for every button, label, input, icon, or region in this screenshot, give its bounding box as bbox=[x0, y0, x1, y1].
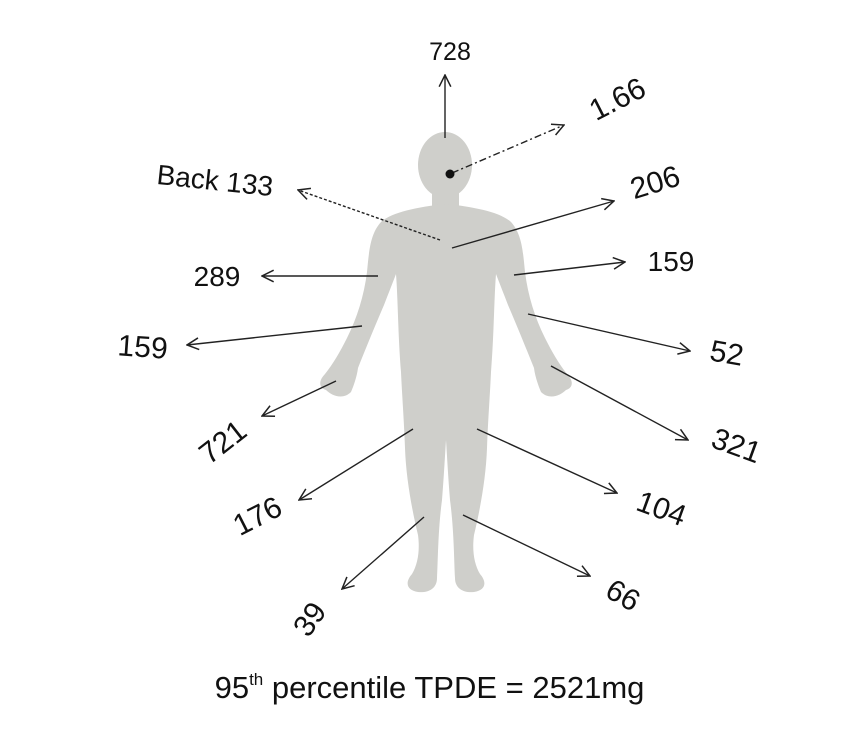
eye-dot bbox=[446, 170, 455, 179]
arrow-right-hand bbox=[551, 366, 688, 440]
label-right-foot: 66 bbox=[600, 573, 645, 618]
label-right-hand: 321 bbox=[707, 422, 765, 470]
arrow-eye bbox=[452, 125, 564, 173]
label-right-upper-arm: 159 bbox=[648, 246, 695, 277]
label-top: 728 bbox=[429, 38, 471, 66]
label-left-upper-arm: 289 bbox=[194, 261, 241, 292]
label-left-hand: 721 bbox=[193, 414, 253, 471]
label-right-forearm: 52 bbox=[707, 334, 746, 372]
caption-text: percentile TPDE = 2521mg bbox=[263, 670, 644, 705]
arrow-left-thigh bbox=[299, 429, 413, 500]
arrow-right-upper-arm bbox=[514, 262, 625, 275]
caption-percentile: 95 bbox=[215, 670, 249, 705]
arrow-left-forearm bbox=[187, 326, 362, 345]
tpde-caption: 95th percentile TPDE = 2521mg bbox=[0, 670, 859, 706]
label-chest: 206 bbox=[626, 160, 684, 206]
label-back: Back 133 bbox=[155, 159, 274, 202]
arrow-right-thigh bbox=[477, 429, 617, 493]
label-left-foot: 39 bbox=[287, 596, 333, 642]
arrow-right-foot bbox=[463, 515, 590, 576]
label-left-thigh: 176 bbox=[228, 490, 288, 542]
human-silhouette bbox=[320, 132, 572, 592]
label-eye: 1.66 bbox=[584, 72, 651, 128]
caption-superscript: th bbox=[249, 670, 263, 689]
label-right-thigh: 104 bbox=[632, 485, 690, 533]
arrow-left-hand bbox=[262, 381, 336, 416]
arrow-right-forearm bbox=[528, 314, 690, 351]
label-left-forearm: 159 bbox=[117, 329, 169, 365]
